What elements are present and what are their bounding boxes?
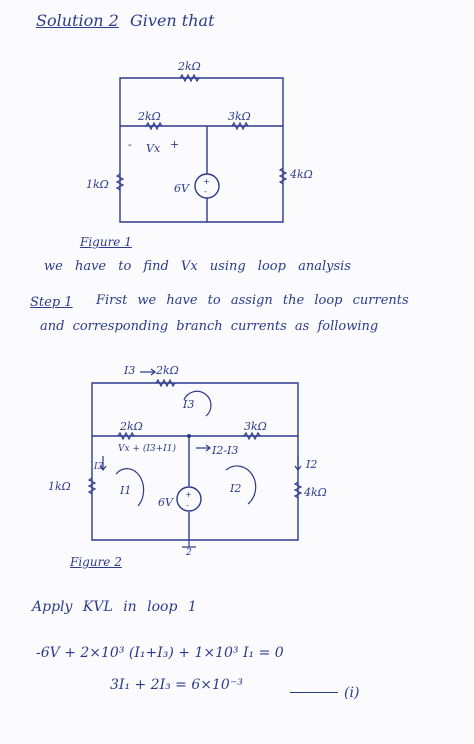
fig1-r-right: 4kΩ <box>290 168 313 181</box>
equation-number: (i) <box>344 685 360 701</box>
text-line-3: and corresponding branch currents as fol… <box>40 319 379 334</box>
svg-text:-: - <box>204 187 207 196</box>
fig1-vx-minus: - <box>128 138 132 151</box>
svg-text:+: + <box>203 177 210 186</box>
fig2-r-mid-left: 2kΩ <box>120 420 143 433</box>
given-that: Given that <box>130 11 215 30</box>
fig2-source-label: 6V <box>158 496 173 509</box>
text-line-1: we have to find Vx using loop analysis <box>44 259 351 274</box>
kvl-heading: Apply KVL in loop 1 <box>32 599 197 615</box>
fig2-r-mid-right: 3kΩ <box>244 420 267 433</box>
fig1-caption: Figure 1 <box>80 235 132 249</box>
fig2-r-right: 4kΩ <box>304 486 327 499</box>
fig2-i3-left: I3 <box>94 462 104 472</box>
text-line-2: First we have to assign the loop current… <box>96 293 409 308</box>
svg-text:+: + <box>185 490 192 499</box>
step-1-label: Step 1 <box>30 295 73 310</box>
fig1-r-mid-left: 2kΩ <box>138 110 161 123</box>
svg-text:-: - <box>186 501 189 510</box>
fig1-vx-label: Vx <box>146 142 161 155</box>
fig1-r-mid-right: 3kΩ <box>228 110 251 123</box>
solution-title: Solution 2 <box>36 11 119 30</box>
fig2-r-top: 2kΩ <box>156 364 179 377</box>
fig2-i3-top: I3 <box>124 364 136 377</box>
kvl-equation-2: 3I₁ + 2I₃ = 6×10⁻³ <box>110 677 243 693</box>
fig2-i2-right: I2 <box>306 458 318 471</box>
fig2-caption: Figure 2 <box>70 555 122 569</box>
fig2-loop-i3: I3 <box>183 398 195 411</box>
fig1-r-top: 2kΩ <box>178 60 201 73</box>
fig2-loop-i2: I2 <box>230 482 242 495</box>
fig2-vx-branch: Vx + (I3+I1) <box>118 444 176 454</box>
fig2-i2-minus-i3: I2-I3 <box>212 444 239 457</box>
fig1-vx-plus: + <box>170 138 180 151</box>
fig2-loop-i1: I1 <box>120 484 132 497</box>
fig1-source-label: 6V <box>174 182 189 195</box>
kvl-equation-1: -6V + 2×10³ (I₁+I₃) + 1×10³ I₁ = 0 <box>36 645 284 661</box>
fig2-ground-node: 2 <box>186 548 192 558</box>
fig1-r-left: 1kΩ <box>86 178 109 191</box>
equation-line <box>290 692 338 693</box>
fig2-r-left: 1kΩ <box>48 480 71 493</box>
